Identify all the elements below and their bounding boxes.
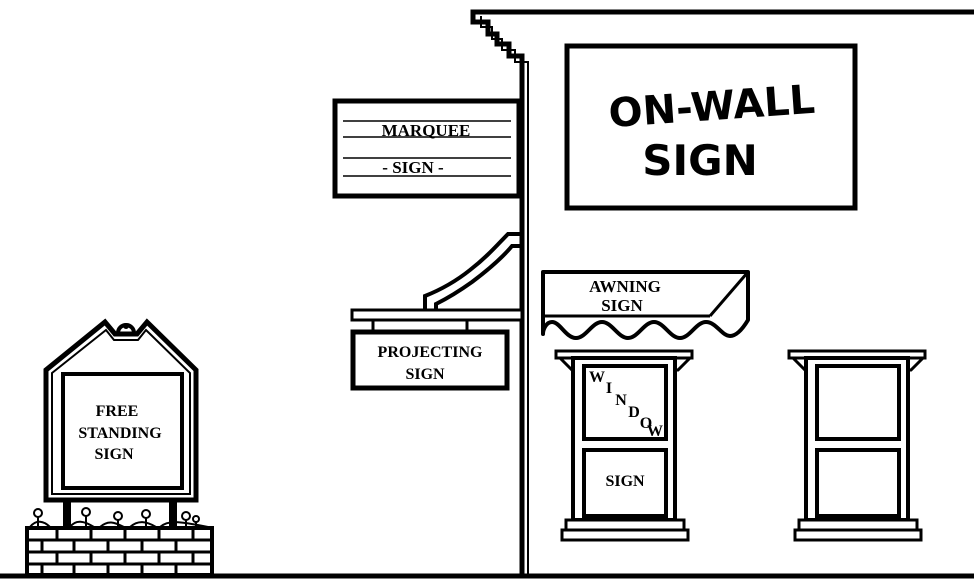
window-sign-letter-4: D <box>628 404 640 421</box>
free-standing-sign-line1: FREE <box>96 403 139 420</box>
window-sign-letter-2: I <box>606 380 612 397</box>
on-wall-sign-line2: SIGN <box>642 136 758 185</box>
on-wall-sign: ON-WALL SIGN <box>567 46 855 208</box>
window-sign-lower-text: SIGN <box>605 473 645 490</box>
free-standing-sign: FREE STANDING SIGN <box>46 322 196 528</box>
projecting-sign-line1: PROJECTING <box>378 344 483 361</box>
plain-window <box>789 351 925 540</box>
window-sign-letter-3: N <box>615 392 627 409</box>
free-standing-sign-line2: STANDING <box>78 425 162 442</box>
awning-sign-line1: AWNING <box>589 277 661 296</box>
marquee-sign: MARQUEE - SIGN - <box>335 101 519 196</box>
brick-planter <box>27 528 212 575</box>
marquee-sign-line2: - SIGN - <box>382 158 444 177</box>
flower-bed <box>30 508 208 527</box>
marquee-sign-line1: MARQUEE <box>382 121 471 140</box>
projecting-sign-line2: SIGN <box>405 366 445 383</box>
window-sign-letter-1: W <box>589 369 605 386</box>
awning-sign: AWNING SIGN <box>543 272 748 338</box>
free-standing-sign-line3: SIGN <box>94 446 134 463</box>
projecting-sign-bracket <box>352 234 522 332</box>
awning-sign-line2: SIGN <box>601 296 643 315</box>
projecting-sign: PROJECTING SIGN <box>353 332 507 388</box>
window-sign-letter-6: W <box>647 423 663 440</box>
window-sign: W I N D O W SIGN <box>556 351 692 540</box>
